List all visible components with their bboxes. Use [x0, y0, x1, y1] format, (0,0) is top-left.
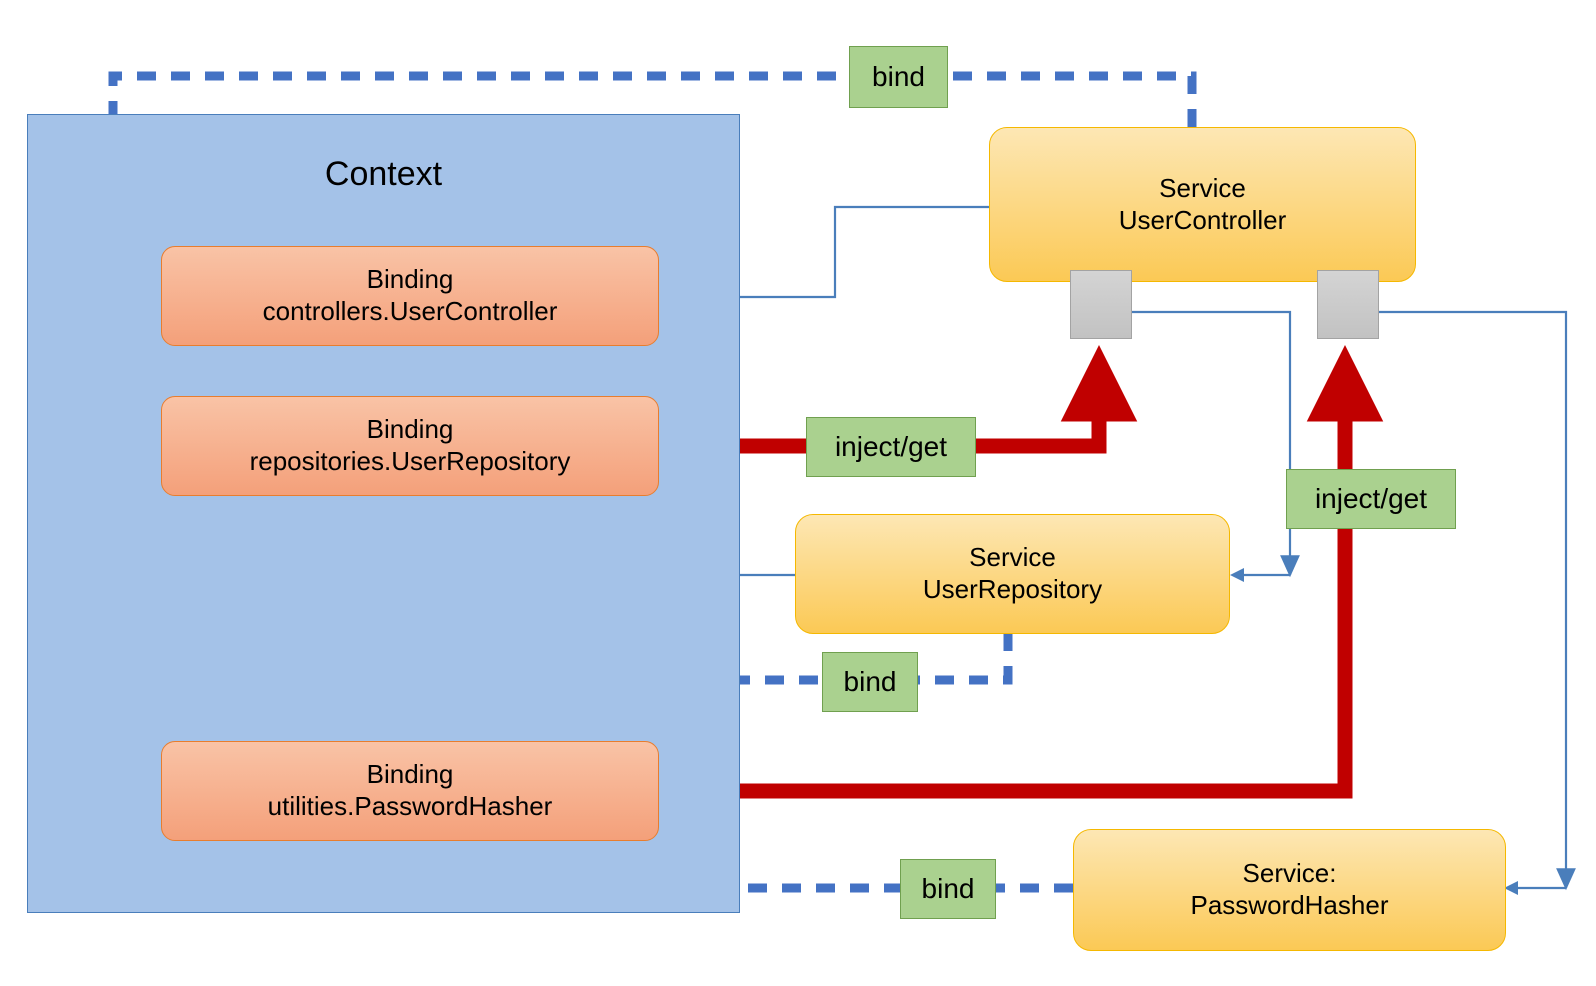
label-text: bind — [921, 872, 975, 904]
binding-utilities-passwordhasher[interactable]: Binding utilities.PasswordHasher — [161, 741, 659, 841]
binding-repositories-userrepository[interactable]: Binding repositories.UserRepository — [161, 396, 659, 496]
label-bind-repository: bind — [822, 652, 918, 712]
injection-port-passwordhasher[interactable] — [1317, 270, 1379, 339]
context-title: Context — [324, 155, 443, 193]
binding-key: utilities.PasswordHasher — [267, 791, 553, 821]
binding-controllers-usercontroller[interactable]: Binding controllers.UserController — [161, 246, 659, 346]
ref-line-controller — [659, 205, 989, 299]
label-text: bind — [872, 60, 925, 92]
ref-arrowheads — [1230, 568, 1518, 895]
service-name: UserRepository — [922, 574, 1103, 604]
label-text: inject/get — [834, 430, 948, 462]
inject-line-repository — [659, 344, 1138, 454]
binding-key: repositories.UserRepository — [249, 446, 571, 476]
label-bind-hasher: bind — [900, 859, 996, 919]
ref-line-port-b — [1377, 310, 1576, 891]
binding-title: Binding — [366, 759, 454, 790]
service-passwordhasher[interactable]: Service: PasswordHasher — [1073, 829, 1506, 951]
binding-key: controllers.UserController — [262, 296, 558, 326]
service-usercontroller[interactable]: Service UserController — [989, 127, 1416, 282]
binding-title: Binding — [366, 264, 454, 295]
label-inject-hasher: inject/get — [1286, 469, 1456, 529]
label-text: bind — [843, 665, 897, 697]
injection-port-userrepository[interactable] — [1070, 270, 1132, 339]
label-bind-controller: bind — [849, 46, 948, 108]
service-kind: Service — [1159, 172, 1246, 203]
label-inject-repository: inject/get — [806, 417, 976, 477]
service-kind: Service: — [1242, 858, 1337, 889]
service-kind: Service — [969, 542, 1056, 573]
service-userrepository[interactable]: Service UserRepository — [795, 514, 1230, 634]
service-name: UserController — [1118, 204, 1287, 235]
binding-title: Binding — [366, 414, 454, 445]
service-name: PasswordHasher — [1190, 890, 1389, 920]
label-text: inject/get — [1314, 482, 1428, 514]
